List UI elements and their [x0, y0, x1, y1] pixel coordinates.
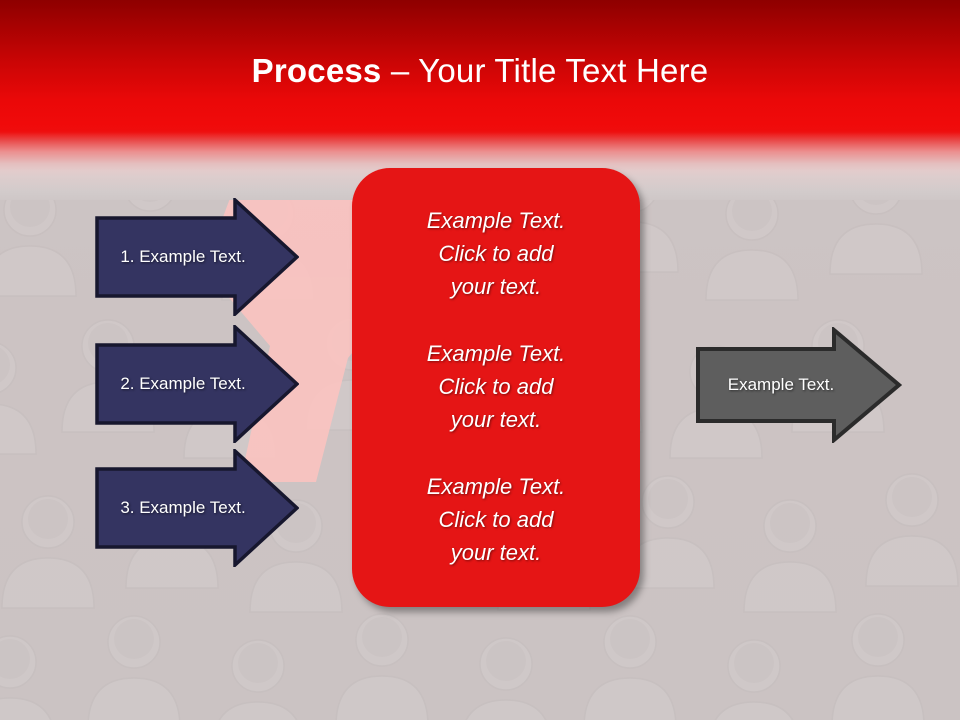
step-arrow-2[interactable]: 2. Example Text.	[95, 323, 300, 445]
step-arrow-2-shape	[95, 323, 300, 445]
content-panel[interactable]	[352, 168, 640, 607]
outcome-arrow-shape	[696, 325, 903, 445]
step-arrow-3-shape	[95, 447, 300, 569]
page-title: Process – Your Title Text Here	[0, 50, 960, 92]
step-arrow-3[interactable]: 3. Example Text.	[95, 447, 300, 569]
outcome-arrow[interactable]: Example Text.	[696, 325, 903, 445]
title-bold-part: Process	[251, 52, 382, 89]
title-banner	[0, 0, 960, 200]
step-arrow-1[interactable]: 1. Example Text.	[95, 196, 300, 318]
step-arrow-1-shape	[95, 196, 300, 318]
title-regular-part: – Your Title Text Here	[381, 52, 709, 89]
